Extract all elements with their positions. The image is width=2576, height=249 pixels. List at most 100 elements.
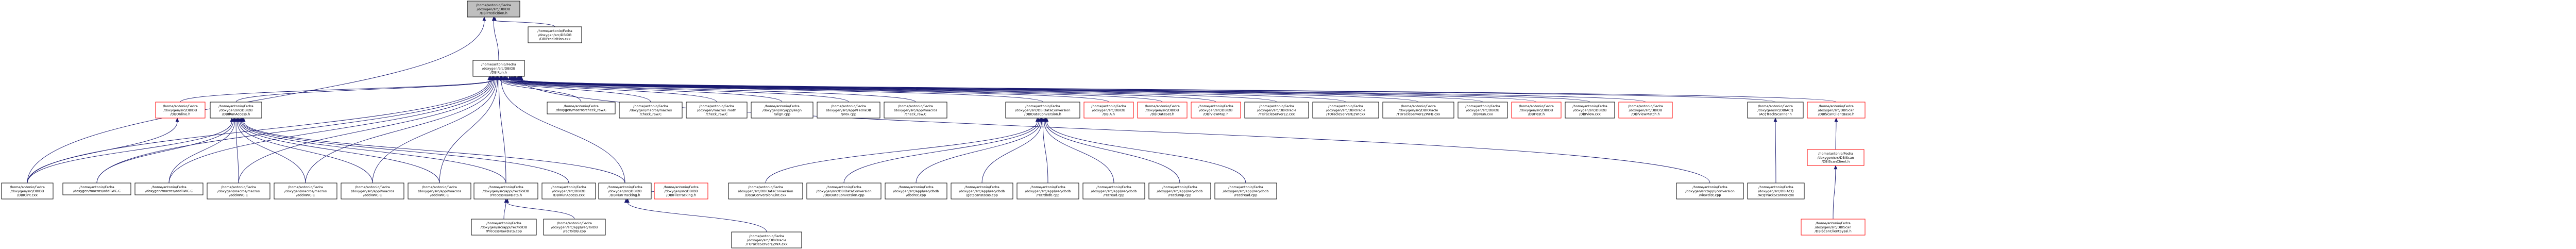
graph-edge: [1833, 165, 1838, 220]
graph-node[interactable]: /home/antonio/Fedra/doxygen/src/DBIOracl…: [1244, 102, 1309, 119]
graph-node[interactable]: /home/antonio/Fedra/doxygen/src/DBIDB/DB…: [1458, 102, 1508, 119]
graph-node-label: /home/antonio/Fedra: [899, 185, 934, 189]
graph-node[interactable]: /home/antonio/Fedra/doxygen/src/DBIDB/DB…: [472, 60, 525, 77]
graph-node[interactable]: /home/antonio/Fedra/doxygen/src/appl/rec…: [471, 219, 537, 236]
graph-node-box: [210, 102, 262, 119]
graph-node-label: /home/antonio/Fedra: [1198, 104, 1233, 108]
graph-node-label: /rec/dbdb.cpp: [1037, 193, 1060, 197]
graph-edge: [492, 16, 499, 61]
graph-node-label: /dbdrec.cpp: [906, 193, 926, 197]
graph-node-box: [1565, 102, 1615, 119]
graph-edge: [168, 118, 236, 184]
graph-node-label: /doxygen/src/appl/macros: [418, 189, 462, 193]
graph-node-label: /doxygen/src/DBIDB: [1092, 108, 1126, 112]
graph-node[interactable]: /home/antonio/Fedra/doxygen/src/DBIDB/DB…: [1, 182, 54, 200]
graph-node[interactable]: /home/antonio/Fedra/doxygen/src/DBIScan/…: [1807, 102, 1866, 119]
graph-node-label: /home/antonio/Fedra: [765, 104, 800, 108]
graph-node[interactable]: /home/antonio/Fedra/doxygen/src/appl/mac…: [408, 182, 471, 200]
graph-node[interactable]: /home/antonio/Fedra/doxygen/src/DBIDB/DB…: [1511, 102, 1562, 119]
graph-node-label: /doxygen/src/appl/macros: [894, 108, 938, 112]
graph-node[interactable]: /home/antonio/Fedra/doxygen/src/DBIDataC…: [1005, 102, 1080, 119]
graph-node[interactable]: /home/antonio/Fedra/doxygen/src/DBIDB/DB…: [1618, 102, 1673, 119]
graph-node[interactable]: /home/antonio/Fedra/doxygen/src/DBIDB/DB…: [541, 182, 596, 200]
graph-edge: [765, 118, 1039, 184]
graph-node[interactable]: /home/antonio/Fedra/doxygen/src/appl/mac…: [341, 182, 404, 200]
graph-node-label: /doxygen/src/DBIDB: [608, 189, 642, 193]
graph-node-label: /doxygen/macros_moth: [697, 108, 736, 112]
graph-node[interactable]: /home/antonio/Fedra/doxygen/src/DBIDB/DB…: [1565, 102, 1615, 119]
graph-node[interactable]: /home/antonio/Fedra/doxygen/src/DBIDataC…: [728, 182, 803, 200]
graph-node[interactable]: /home/antonio/Fedra/doxygen/macros/macro…: [207, 182, 270, 200]
graph-node[interactable]: /home/antonio/Fedra/doxygen/src/DBIOracl…: [1312, 102, 1379, 119]
graph-node[interactable]: /home/antonio/Fedra/doxygen/src/DBIACQ/A…: [1747, 102, 1804, 119]
graph-node[interactable]: /home/antonio/Fedra/doxygen/src/appl/ali…: [751, 102, 814, 119]
graph-node[interactable]: /home/antonio/Fedra/doxygen/src/appl/rec…: [1148, 182, 1211, 200]
graph-node-box: [1082, 182, 1145, 200]
graph-node-box: [1747, 102, 1804, 119]
graph-node[interactable]: /home/antonio/Fedra/doxygen/src/DBIDataC…: [806, 182, 882, 200]
graph-node[interactable]: /home/antonio/Fedra/doxygen/src/DBIDB/DB…: [1137, 102, 1188, 119]
graph-node-box: [1016, 182, 1079, 200]
graph-node-label: /home/antonio/Fedra: [481, 62, 516, 67]
graph-node[interactable]: /home/antonio/Fedra/doxygen/src/DBIScan/…: [1807, 149, 1865, 166]
graph-node[interactable]: /home/antonio/Fedra/doxygen/src/DBIACQ/A…: [1747, 182, 1805, 200]
graph-node[interactable]: /home/antonio/Fedra/doxygen/src/appl/rec…: [885, 182, 947, 200]
graph-node[interactable]: /home/antonio/Fedra/doxygen/src/DBIOracl…: [1382, 102, 1454, 119]
graph-node-label: /doxygen/macros/macros: [284, 189, 327, 193]
graph-node[interactable]: /home/antonio/Fedra/doxygen/src/DBIDB/DB…: [210, 102, 262, 119]
graph-node-label: /align.cpp: [774, 112, 790, 116]
graph-node-box: [619, 102, 683, 119]
graph-node-label: /home/antonio/Fedra: [1519, 104, 1554, 108]
graph-node-label: /doxygen/src/DBIDB: [1199, 108, 1233, 112]
graph-node-box: [134, 182, 204, 195]
graph-node[interactable]: /home/antonio/Fedra/doxygen/src/appl/rec…: [543, 219, 606, 236]
graph-node[interactable]: /home/antonio/Fedra/doxygen/src/appl/rec…: [1214, 182, 1277, 200]
graph-node[interactable]: /home/antonio/Fedra/doxygen/src/appl/rec…: [1082, 182, 1145, 200]
graph-node-label: /home/antonio/Fedra: [749, 234, 784, 238]
graph-node-label: /DBIFileTracking.h: [666, 193, 696, 197]
graph-node[interactable]: /home/antonio/Fedra/doxygen/src/DBIDB/DB…: [654, 182, 708, 200]
graph-node-label: /home/antonio/Fedra: [1819, 104, 1854, 108]
graph-node-label: /ProcessRawData.h: [490, 193, 522, 197]
graph-node[interactable]: /home/antonio/Fedra/doxygen/src/appl/rec…: [951, 182, 1013, 200]
graph-node[interactable]: /home/antonio/Fedra/doxygen/src/appl/con…: [1676, 182, 1744, 200]
graph-node-label: /doxygen/src/appl/FedraDB: [826, 108, 871, 112]
graph-node[interactable]: /home/antonio/Fedra/doxygen/macros/macro…: [274, 182, 337, 200]
graph-node-label: /doxygen/src/DBIDataConversion: [816, 189, 871, 193]
graph-node-box: [1747, 182, 1805, 200]
graph-node-label: /home/antonio/Fedra: [1628, 104, 1663, 108]
graph-node-label: /DBIRunAccess.h: [222, 112, 250, 116]
graph-node-label: /home/antonio/Fedra: [1465, 104, 1500, 108]
graph-node[interactable]: /home/antonio/Fedra/doxygen/macros/addRW…: [62, 182, 131, 195]
graph-node[interactable]: /home/antonio/Fedra/doxygen/src/appl/rec…: [1016, 182, 1079, 200]
graph-node-box: [471, 219, 537, 236]
graph-node-label: /doxygen/src/DBIACQ: [1757, 108, 1793, 112]
graph-node-box: [686, 102, 748, 119]
graph-node-label: /home/antonio/Fedra: [10, 185, 45, 189]
graph-node-label: /home/antonio/Fedra: [564, 104, 599, 108]
graph-node[interactable]: /home/antonio/Fedra/doxygen/src/DBIDB/DB…: [155, 102, 206, 119]
graph-node-box: [884, 102, 947, 119]
graph-node[interactable]: /home/antonio/Fedra/doxygen/src/DBIDB/DB…: [598, 182, 652, 200]
graph-node-label: /doxygen/src/DBIDB: [665, 189, 698, 193]
graph-node[interactable]: /home/antonio/Fedra/doxygen/src/appl/mac…: [884, 102, 947, 119]
graph-node-label: /getscanstatus.cpp: [966, 193, 998, 197]
graph-node-label: /doxygen/src/DBIDB: [1629, 108, 1663, 112]
graph-node[interactable]: /home/antonio/Fedra/doxygen/macros/check…: [547, 102, 616, 114]
graph-node[interactable]: /home/antonio/Fedra/doxygen/src/DBIDB/DB…: [1083, 102, 1134, 119]
graph-node[interactable]: /home/antonio/Fedra/doxygen/src/DBIDB/DB…: [528, 26, 582, 43]
graph-node[interactable]: /home/antonio/Fedra/doxygen/src/DBIOracl…: [731, 231, 802, 248]
graph-node[interactable]: /home/antonio/Fedra/doxygen/src/DBIDB/DB…: [1191, 102, 1241, 119]
edges-layer: [27, 16, 1838, 233]
graph-node[interactable]: /home/antonio/Fedra/doxygen/src/appl/Fed…: [817, 102, 880, 119]
graph-node-label: /doxygen/src/appl/rec/dbdb: [893, 189, 939, 193]
graph-node-label: /DBIRun.h: [490, 70, 507, 74]
graph-node[interactable]: /home/antonio/Fedra/doxygen/src/appl/rec…: [473, 182, 538, 200]
graph-node[interactable]: /home/antonio/Fedra/doxygen/macros/macro…: [619, 102, 683, 119]
graph-node[interactable]: /home/antonio/Fedra/doxygen/macros/addRW…: [134, 182, 204, 195]
graph-edge: [493, 16, 555, 27]
graph-node[interactable]: /home/antonio/Fedra/doxygen/macros_moth/…: [686, 102, 748, 119]
graph-node-label: /DataConversionCint.cxx: [745, 193, 787, 197]
graph-node[interactable]: /home/antonio/Fedra/doxygen/src/DBIScan/…: [1801, 219, 1866, 236]
